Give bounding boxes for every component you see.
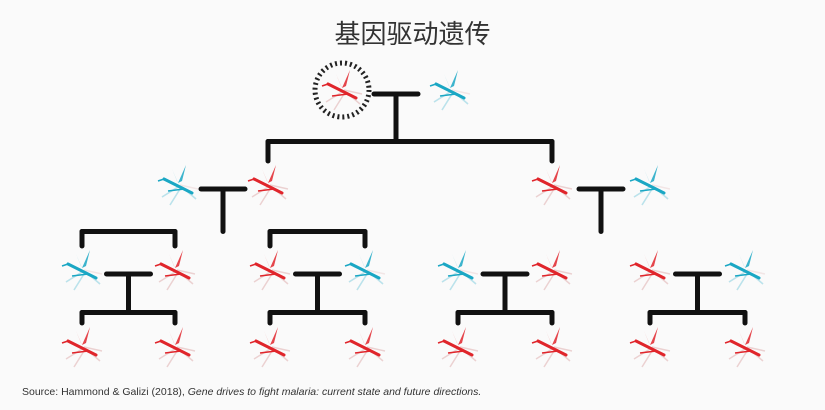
- wild-type-mosquito-icon: [437, 250, 479, 291]
- gene-drive-mosquito-icon: [344, 327, 386, 368]
- gene-drive-mosquito-icon: [249, 250, 291, 291]
- wild-type-mosquito-icon: [157, 165, 199, 206]
- gene-drive-mosquito-icon: [437, 327, 479, 368]
- diagram-title: 基因驱动遗传: [334, 20, 491, 50]
- gene-drive-mosquito-icon: [531, 250, 573, 291]
- highlight-ring-icon: [312, 60, 372, 120]
- gene-drive-mosquito-icon: [629, 250, 671, 291]
- source-citation: Source: Hammond & Galizi (2018), Gene dr…: [22, 386, 481, 398]
- gene-drive-mosquito-icon: [321, 70, 363, 111]
- wild-type-mosquito-icon: [61, 250, 103, 291]
- gene-drive-mosquito-icon: [629, 327, 671, 368]
- source-title: Gene drives to fight malaria: current st…: [187, 386, 482, 398]
- wild-type-mosquito-icon: [429, 70, 471, 111]
- gene-drive-mosquito-icon: [249, 327, 291, 368]
- wild-type-mosquito-icon: [344, 250, 386, 291]
- gene-drive-mosquito-icon: [154, 327, 196, 368]
- gene-drive-mosquito-icon: [61, 327, 103, 368]
- gene-drive-mosquito-icon: [531, 327, 573, 368]
- source-prefix: Source: Hammond & Galizi (2018),: [22, 386, 188, 398]
- gene-drive-mosquito-icon: [531, 165, 573, 206]
- gene-drive-mosquito-icon: [154, 250, 196, 291]
- wild-type-mosquito-icon: [629, 165, 671, 206]
- gene-drive-mosquito-icon: [247, 165, 289, 206]
- gene-drive-mosquito-icon: [724, 327, 766, 368]
- wild-type-mosquito-icon: [724, 250, 766, 291]
